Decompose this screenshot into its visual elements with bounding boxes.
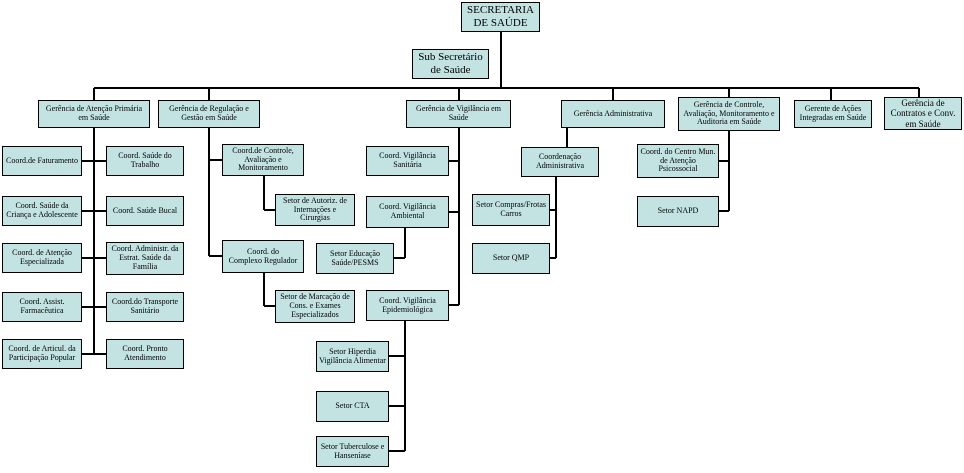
unit-setor-qmp: Setor QMP xyxy=(472,243,550,274)
unit-coord-complexo-regulador: Coord. do Complexo Regulador xyxy=(222,240,304,273)
dept-contratos: Gerência de Contratos e Conv. em Saúde xyxy=(884,97,962,130)
unit-coord-atencao-especializada: Coord. de Atenção Especializada xyxy=(2,243,82,273)
unit-setor-educacao-pesms: Setor Educação Saúde/PESMS xyxy=(316,243,394,274)
unit-coord-faturamento: Coord.de Faturamento xyxy=(2,146,82,176)
unit-setor-hiperdia: Setor Hiperdia Vigilância Alimentar xyxy=(316,341,389,372)
unit-setor-compras: Setor Compras/Frotas Carros xyxy=(472,194,550,226)
dept-administrativa: Gerência Administrativa xyxy=(561,100,665,128)
unit-setor-cta: Setor CTA xyxy=(316,391,389,422)
unit-setor-autoriz-internacoes: Setor de Autoriz. de Internações e Cirur… xyxy=(275,194,355,226)
unit-coord-articul-participacao: Coord. de Articul. da Participação Popul… xyxy=(2,339,82,369)
unit-setor-tuberculose: Setor Tuberculose e Hanseníase xyxy=(316,436,389,467)
unit-coord-vig-epidemiologica: Coord. Vigilância Epidemiológica xyxy=(366,290,449,321)
unit-coord-pronto-atendimento: Coord. Pronto Atendimento xyxy=(106,339,184,369)
unit-coord-saude-bucal: Coord. Saúde Bucal xyxy=(106,196,184,226)
unit-coord-administrativa: Coordenação Administrativa xyxy=(521,147,599,177)
unit-coord-saude-trabalho: Coord. Saúde do Trabalho xyxy=(106,146,184,176)
unit-setor-marcacao: Setor de Marcação de Cons. e Exames Espe… xyxy=(275,290,355,323)
unit-coord-transporte-sanitario: Coord.do Transporte Sanitário xyxy=(106,292,184,322)
dept-vigilancia: Gerência de Vigilância em Saúde xyxy=(406,100,511,128)
secretaria-de-saude-box: SECRETARIA DE SAÚDE xyxy=(461,2,540,32)
unit-setor-napd: Setor NAPD xyxy=(637,196,719,227)
dept-regulacao: Gerência de Regulação e Gestão em Saúde xyxy=(158,100,260,128)
unit-coord-saude-crianca: Coord. Saúde da Criança e Adolescente xyxy=(2,196,82,226)
dept-atencao-primaria: Gerência de Atenção Primária em Saúde xyxy=(38,100,150,128)
unit-coord-adm-estrat-familia: Coord. Administr. da Estrat. Saúde da Fa… xyxy=(106,242,184,275)
sub-secretario-box: Sub Secretário de Saúde xyxy=(412,49,489,79)
unit-coord-assist-farmaceutica: Coord. Assist. Farmacêutica xyxy=(2,292,82,322)
unit-coord-vig-sanitaria: Coord. Vigilância Sanitária xyxy=(366,146,449,176)
unit-coord-vig-ambiental: Coord. Vigilância Ambiental xyxy=(366,196,449,228)
unit-coord-centro-atencao-psicossocial: Coord. do Centro Mun. de Atenção Psicoss… xyxy=(637,144,719,178)
unit-coord-controle-avaliacao: Coord.de Controle, Avaliação e Monitoram… xyxy=(222,144,304,176)
dept-acoes-integradas: Gerente de Ações Integradas em Saúde xyxy=(794,100,872,128)
dept-controle: Gerência de Controle, Avaliação, Monitor… xyxy=(678,97,780,131)
